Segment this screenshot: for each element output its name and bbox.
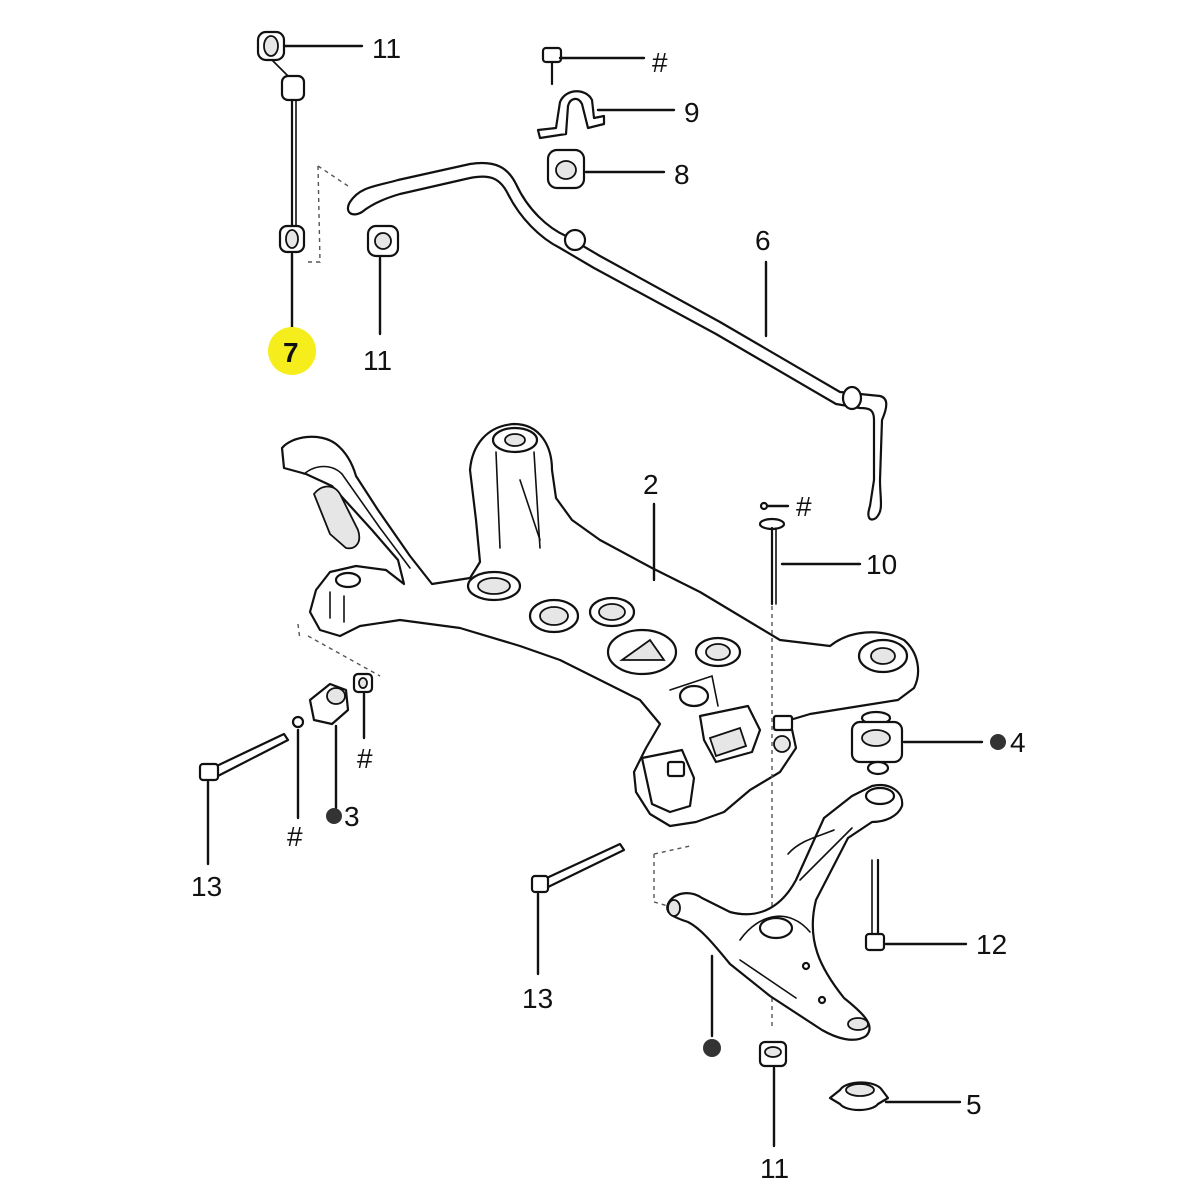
bush-3 <box>308 682 350 810</box>
clip-5 <box>828 1081 962 1112</box>
marker-dot-3 <box>326 808 342 824</box>
mount-4 <box>850 710 984 776</box>
callout-9: 9 <box>684 97 700 128</box>
bolt-13-left <box>198 732 290 866</box>
callout-3: 3 <box>344 801 360 832</box>
callout-12: 12 <box>976 929 1007 960</box>
lower-arm <box>666 784 904 1041</box>
highlight-marker <box>268 327 316 375</box>
callout-hash-10: # <box>796 491 812 522</box>
clamp-bracket <box>536 90 676 140</box>
washer-left <box>291 715 305 820</box>
clamp-bolt <box>541 46 646 86</box>
callout-10: 10 <box>866 549 897 580</box>
stabilizer-bar <box>346 161 888 521</box>
callout-11-top: 11 <box>372 33 401 64</box>
callout-2: 2 <box>643 469 659 500</box>
callout-hash-top: # <box>652 47 668 78</box>
callout-6: 6 <box>755 225 771 256</box>
bolt-12 <box>864 858 968 952</box>
subframe <box>280 422 920 828</box>
callout-8: 8 <box>674 159 690 190</box>
callout-7: 7 <box>283 337 299 368</box>
callout-11-bottom: 11 <box>760 1153 789 1184</box>
bar-bush <box>546 148 666 190</box>
nut-11-bottom <box>758 1040 788 1148</box>
callout-5: 5 <box>966 1089 982 1120</box>
stabilizer-link <box>256 30 306 332</box>
callout-13-middle: 13 <box>522 983 553 1014</box>
bolt-13-middle <box>530 842 626 976</box>
callout-hash-left-a: # <box>287 821 303 852</box>
callout-hash-left-b: # <box>357 743 373 774</box>
callout-11-mid: 11 <box>363 345 392 376</box>
bolt-10 <box>758 501 862 606</box>
highlighted-callout-7: 7 <box>268 327 316 375</box>
callout-13-left: 13 <box>191 871 222 902</box>
marker-dot-4 <box>990 734 1006 750</box>
callout-4: 4 <box>1010 727 1026 758</box>
nut-3 <box>352 672 374 740</box>
marker-dot-arm <box>703 1039 721 1057</box>
